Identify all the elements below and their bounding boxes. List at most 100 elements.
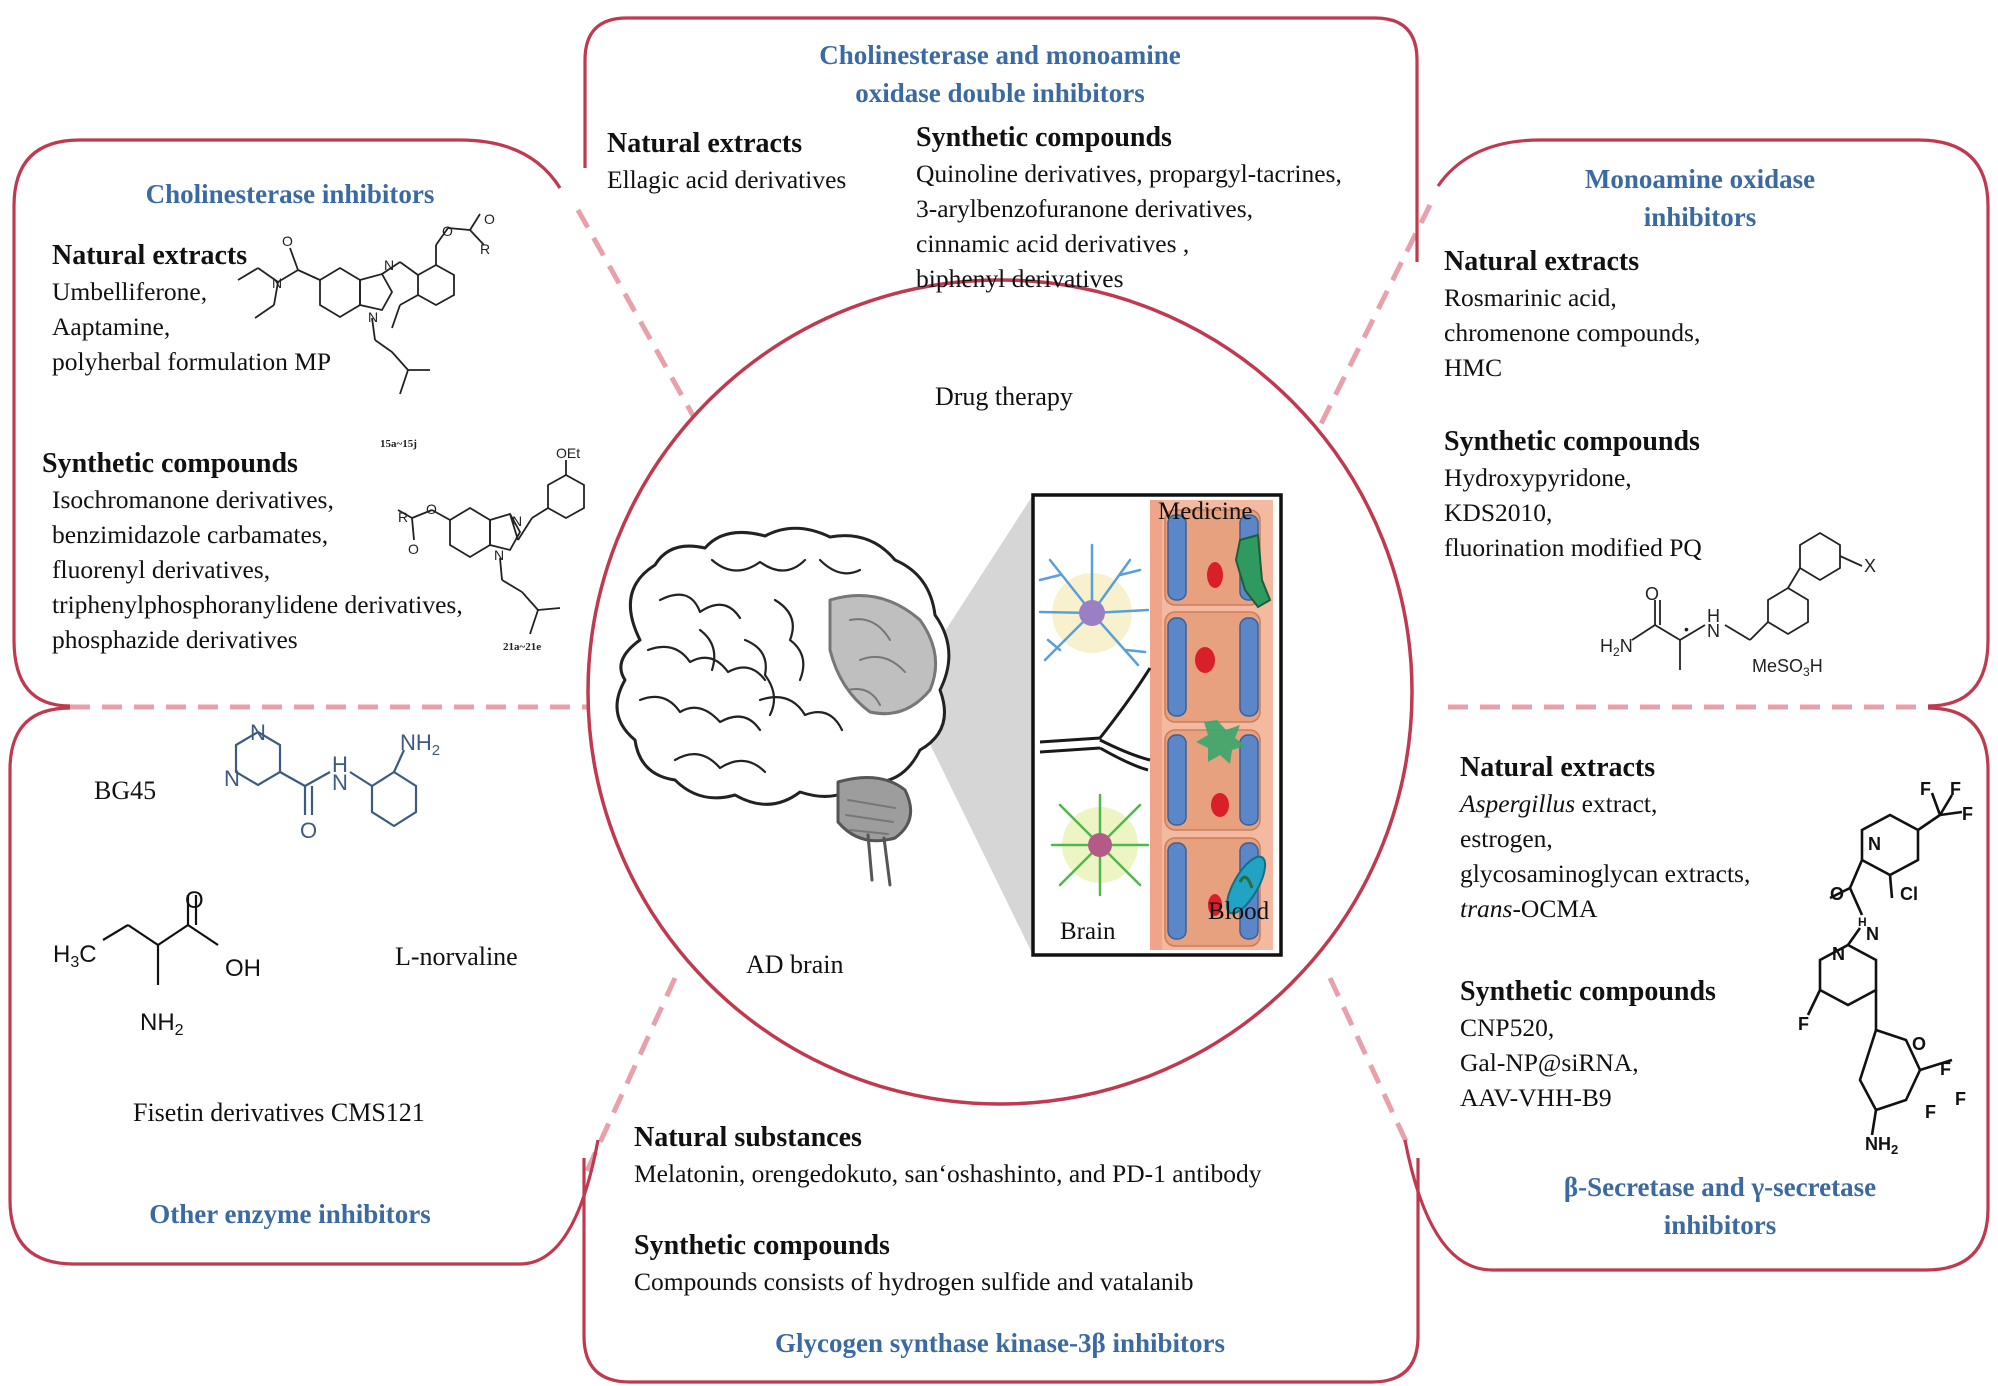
cholinesterase-natural-item: Aaptamine, [52, 312, 171, 341]
svg-text:N: N [1868, 834, 1881, 854]
cholinesterase-panel-frame [12, 138, 562, 708]
cholinesterase-title: Cholinesterase inhibitors [145, 179, 435, 209]
top-natural-item: Ellagic acid derivatives [607, 165, 847, 194]
top-title-line1: Cholinesterase and monoamine [819, 40, 1181, 70]
other-title: Other enzyme inhibitors [149, 1199, 431, 1229]
svg-text:O: O [1830, 884, 1844, 904]
svg-text:H: H [1707, 606, 1720, 626]
gsk-title: Glycogen synthase kinase-3β inhibitors [774, 1328, 1226, 1358]
mao-natural-block: Natural extracts Rosmarinic acid, chrome… [1444, 244, 1700, 385]
cholinesterase-natural-heading: Natural extracts [52, 240, 248, 271]
norvaline-atoms: OOH H3C NH2 [53, 887, 261, 1039]
secretase-synthetic-heading: Synthetic compounds [1460, 976, 1716, 1007]
gsk-natural-item: Melatonin, orengedokuto, san‘oshashinto,… [634, 1159, 1262, 1188]
top-title-line2: oxidase double inhibitors [855, 78, 1145, 108]
cholinesterase-synthetic-block: Synthetic compounds Isochromanone deriva… [42, 446, 463, 657]
bg45-atoms: NNO HN NH2 [224, 720, 440, 843]
svg-text:OH: OH [225, 955, 261, 982]
svg-text:NH2: NH2 [1865, 1134, 1898, 1157]
svg-text:N: N [1707, 621, 1720, 641]
svg-text:F: F [1962, 804, 1973, 824]
svg-text:F: F [1955, 1089, 1966, 1109]
brain-illustration [615, 526, 951, 887]
cholinesterase-synthetic-item: phosphazide derivatives [52, 625, 298, 654]
secretase-natural-item: glycosaminoglycan extracts, [1460, 859, 1751, 888]
benzimidazole-structure-21 [397, 460, 585, 635]
svg-text:R: R [480, 241, 490, 257]
cholinesterase-natural-item: polyherbal formulation MP [52, 347, 332, 376]
svg-text:F: F [1925, 1102, 1936, 1122]
svg-text:O: O [484, 211, 495, 227]
secretase-natural-item: Aspergillus extract, [1460, 786, 1750, 821]
gsk-synthetic-item: Compounds consists of hydrogen sulfide a… [634, 1267, 1194, 1296]
mao-synthetic-item: Hydroxypyridone, [1444, 463, 1632, 492]
svg-text:O: O [300, 818, 317, 843]
svg-text:R: R [398, 509, 408, 525]
trans-rest: -OCMA [1512, 894, 1598, 923]
svg-text:NH2: NH2 [400, 730, 440, 759]
neuron-blue-icon [1038, 543, 1150, 667]
svg-text:F: F [1798, 1014, 1809, 1034]
secretase-synthetic-item: AAV-VHH-B9 [1460, 1083, 1612, 1112]
mao-synthetic-heading: Synthetic compounds [1444, 426, 1700, 457]
norvaline-structure [102, 895, 219, 985]
svg-text:N: N [368, 309, 378, 325]
svg-text:O: O [1645, 584, 1659, 604]
other-panel-frame [8, 706, 600, 1266]
secretase-title-line2: inhibitors [1663, 1210, 1777, 1240]
secretase-natural-block: Natural extracts Aspergillus extract, es… [1460, 750, 1750, 926]
svg-text:H2N: H2N [1600, 636, 1633, 659]
mao-panel-frame [1436, 138, 1990, 708]
top-synthetic-item: cinnamic acid derivatives , [916, 229, 1190, 258]
svg-text:F: F [1920, 779, 1931, 799]
svg-text:O: O [408, 541, 419, 557]
aspergillus-rest: extract, [1575, 789, 1658, 818]
svg-text:O: O [282, 233, 293, 249]
top-panel-title: Cholinesterase and monoamine oxidase dou… [700, 36, 1300, 112]
svg-text:H: H [332, 752, 348, 777]
svg-text:N: N [224, 766, 240, 791]
cholinesterase-synthetic-item: benzimidazole carbamates, [52, 520, 329, 549]
panel-frames [8, 16, 1990, 1384]
gsk-synthetic-block: Synthetic compounds Compounds consists o… [634, 1228, 1194, 1299]
top-natural-block: Natural extracts Ellagic acid derivative… [607, 126, 846, 197]
aspergillus-italic: Aspergillus [1460, 789, 1576, 818]
svg-text:N: N [494, 547, 504, 563]
gsk-synthetic-heading: Synthetic compounds [634, 1230, 890, 1261]
svg-text:•: • [1684, 621, 1689, 637]
cholinesterase-synthetic-heading: Synthetic compounds [42, 448, 298, 479]
top-synthetic-heading: Synthetic compounds [916, 122, 1172, 153]
gsk-panel-frame [582, 1158, 1420, 1384]
svg-text:F: F [1950, 779, 1961, 799]
mao-structure-atoms: O H2N HN X MeSO3H • [1600, 556, 1876, 679]
mao-synthetic-block: Synthetic compounds Hydroxypyridone, KDS… [1444, 424, 1702, 565]
drug-therapy-label: Drug therapy [935, 382, 1073, 411]
cholinesterase-natural-block: Natural extracts Umbelliferone, Aaptamin… [52, 238, 331, 379]
bg45-label: BG45 [94, 776, 157, 805]
secretase-title-line1: β-Secretase and γ-secretase [1563, 1172, 1877, 1202]
fisetin-label: Fisetin derivatives CMS121 [133, 1098, 425, 1127]
norvaline-label: L-norvaline [395, 942, 518, 971]
mao-natural-heading: Natural extracts [1444, 246, 1640, 277]
inset-blood-label: Blood [1208, 898, 1270, 925]
svg-text:N: N [250, 720, 266, 745]
mao-synthetic-item: KDS2010, [1444, 498, 1553, 527]
svg-text:O: O [185, 887, 204, 914]
svg-text:X: X [1864, 556, 1876, 576]
svg-text:N: N [1832, 944, 1845, 964]
neuron-green-icon [1050, 793, 1150, 897]
bbb-inset [1031, 493, 1283, 957]
cholinesterase-natural-item: Umbelliferone, [52, 277, 208, 306]
secretase-synthetic-block: Synthetic compounds CNP520, Gal-NP@siRNA… [1460, 974, 1716, 1115]
svg-text:OEt: OEt [556, 445, 580, 461]
top-synthetic-block: Synthetic compounds Quinoline derivative… [916, 120, 1342, 296]
mao-title-line1: Monoamine oxidase [1584, 164, 1816, 194]
svg-text:O: O [426, 501, 437, 517]
dashed-separators [70, 203, 1928, 1184]
svg-text:MeSO3H: MeSO3H [1752, 656, 1823, 679]
mao-inhibitor-structure [1631, 531, 1863, 670]
top-synthetic-item: biphenyl derivatives [916, 264, 1124, 293]
